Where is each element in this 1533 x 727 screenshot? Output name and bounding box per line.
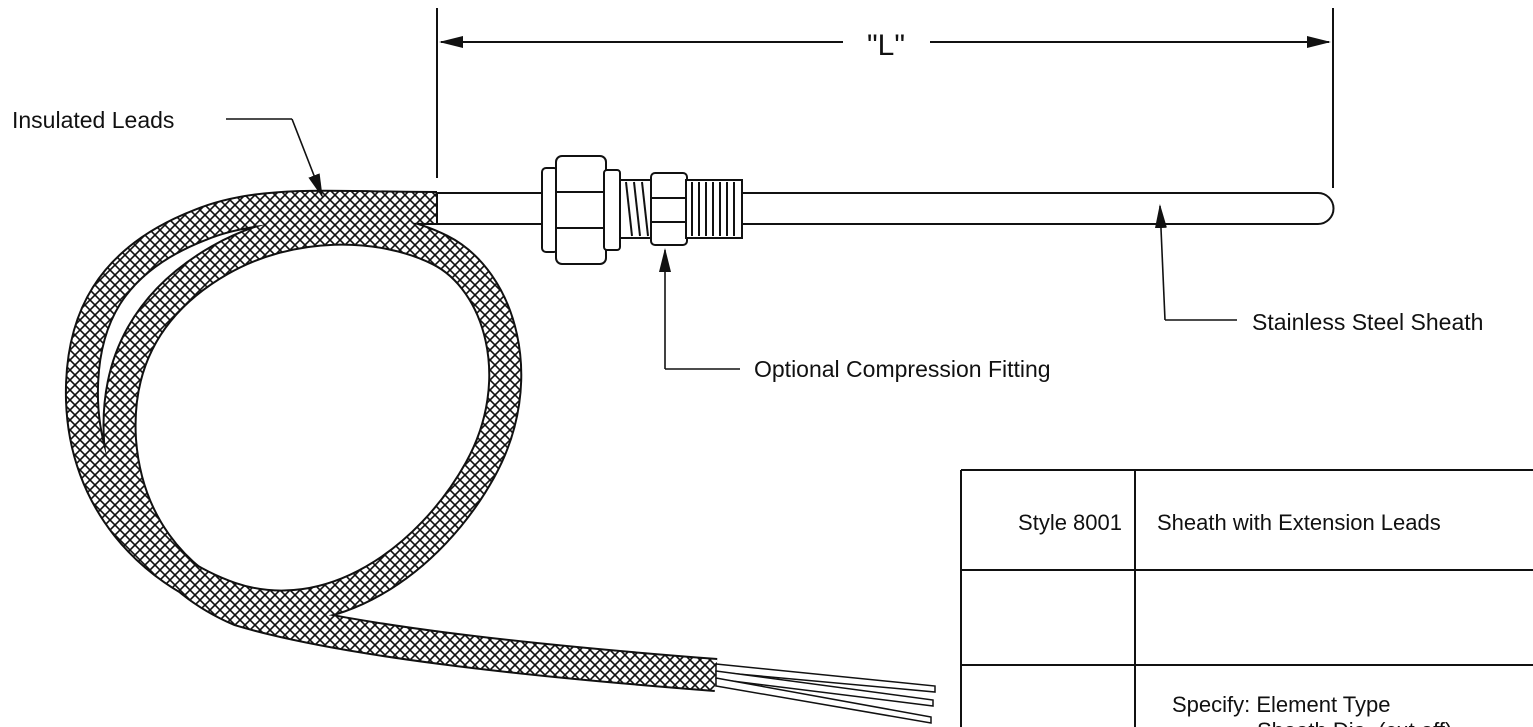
- wire-ends: [715, 663, 936, 724]
- callout-insulated-leads: Insulated Leads: [12, 107, 174, 133]
- leader-sheath-arrow: [1154, 204, 1167, 321]
- table-row-1-description: Sheath with Extension Leads: [1157, 510, 1441, 535]
- table-row-3-description: Specify: Element Type: [1172, 692, 1391, 717]
- sheath-entry: [436, 192, 546, 225]
- callout-compression-fitting: Optional Compression Fitting: [754, 356, 1051, 382]
- callout-sheath: Stainless Steel Sheath: [1252, 309, 1483, 335]
- table-row-3-description-cont: Sheath Dia. (cut off): [1257, 718, 1452, 727]
- insulated-lead-coil: [64, 189, 718, 692]
- dimension-label: "L": [867, 29, 905, 62]
- spec-table: [960, 469, 1533, 727]
- leader-insulated-leads-arrow: [291, 118, 323, 198]
- stainless-sheath: [741, 192, 1335, 225]
- table-row-1-style: Style 8001: [1018, 510, 1122, 535]
- compression-fitting: [541, 155, 743, 265]
